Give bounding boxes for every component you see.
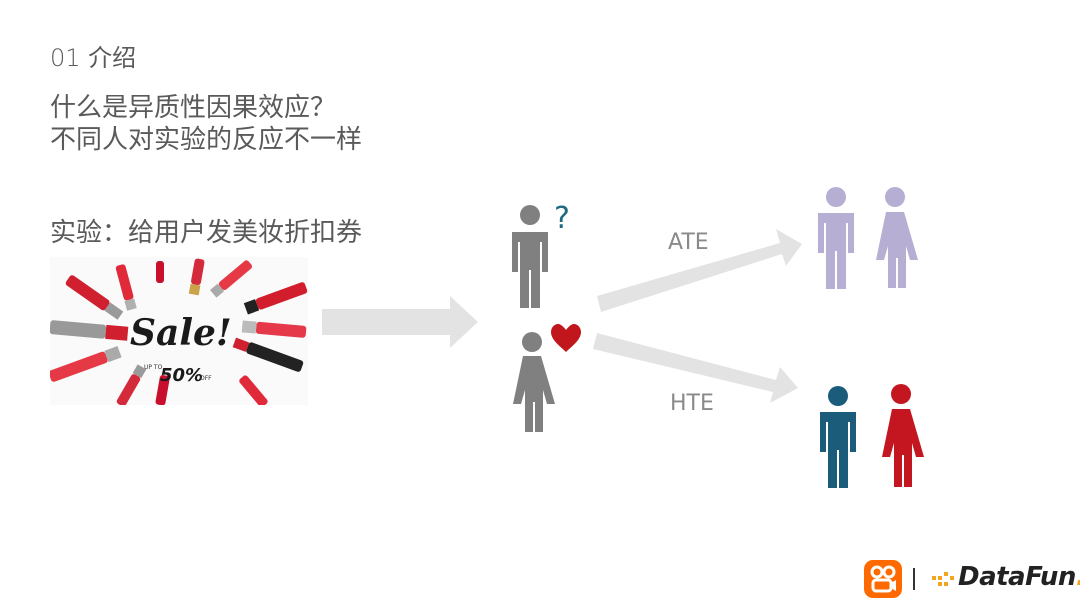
- sale-upto: UP TO: [144, 364, 163, 371]
- ate-label: ATE: [668, 230, 709, 255]
- sale-coupon-image: Sale! UP TO 50% OFF: [50, 257, 308, 405]
- sale-discount: 50%: [160, 365, 203, 386]
- question-mark-icon: ?: [554, 201, 570, 236]
- datafun-logo-text: DataFun.: [958, 562, 1080, 592]
- main-arrow: [322, 296, 478, 348]
- hte-label: HTE: [670, 391, 714, 416]
- hte-male-icon: [820, 386, 856, 488]
- logo-separator: [913, 568, 915, 590]
- question-block: 什么是异质性因果效应？ 不同人对实验的反应不一样: [50, 92, 362, 156]
- datafun-brand: DataFun: [958, 562, 1076, 592]
- lipstick-decoration: [50, 258, 308, 405]
- heart-icon: [551, 323, 581, 352]
- ate-male-icon: [818, 187, 854, 289]
- question-line-2: 不同人对实验的反应不一样: [50, 125, 363, 155]
- male-person-icon: [512, 205, 548, 308]
- hte-female-icon: [882, 384, 924, 487]
- datafun-dots-icon: [932, 572, 954, 586]
- sale-headline: Sale!: [130, 312, 232, 354]
- ate-female-icon: [876, 187, 918, 288]
- female-person-icon: [513, 332, 555, 432]
- sale-off: OFF: [200, 375, 212, 382]
- hte-arrow: [593, 333, 798, 403]
- kuaishou-logo-icon: [864, 560, 902, 598]
- section-title: 01 介绍: [50, 44, 137, 72]
- question-line-1: 什么是异质性因果效应？: [50, 93, 337, 123]
- ate-arrow: [597, 229, 802, 312]
- datafun-dot: .: [1076, 562, 1080, 592]
- experiment-label: 实验：给用户发美妆折扣券: [50, 218, 363, 248]
